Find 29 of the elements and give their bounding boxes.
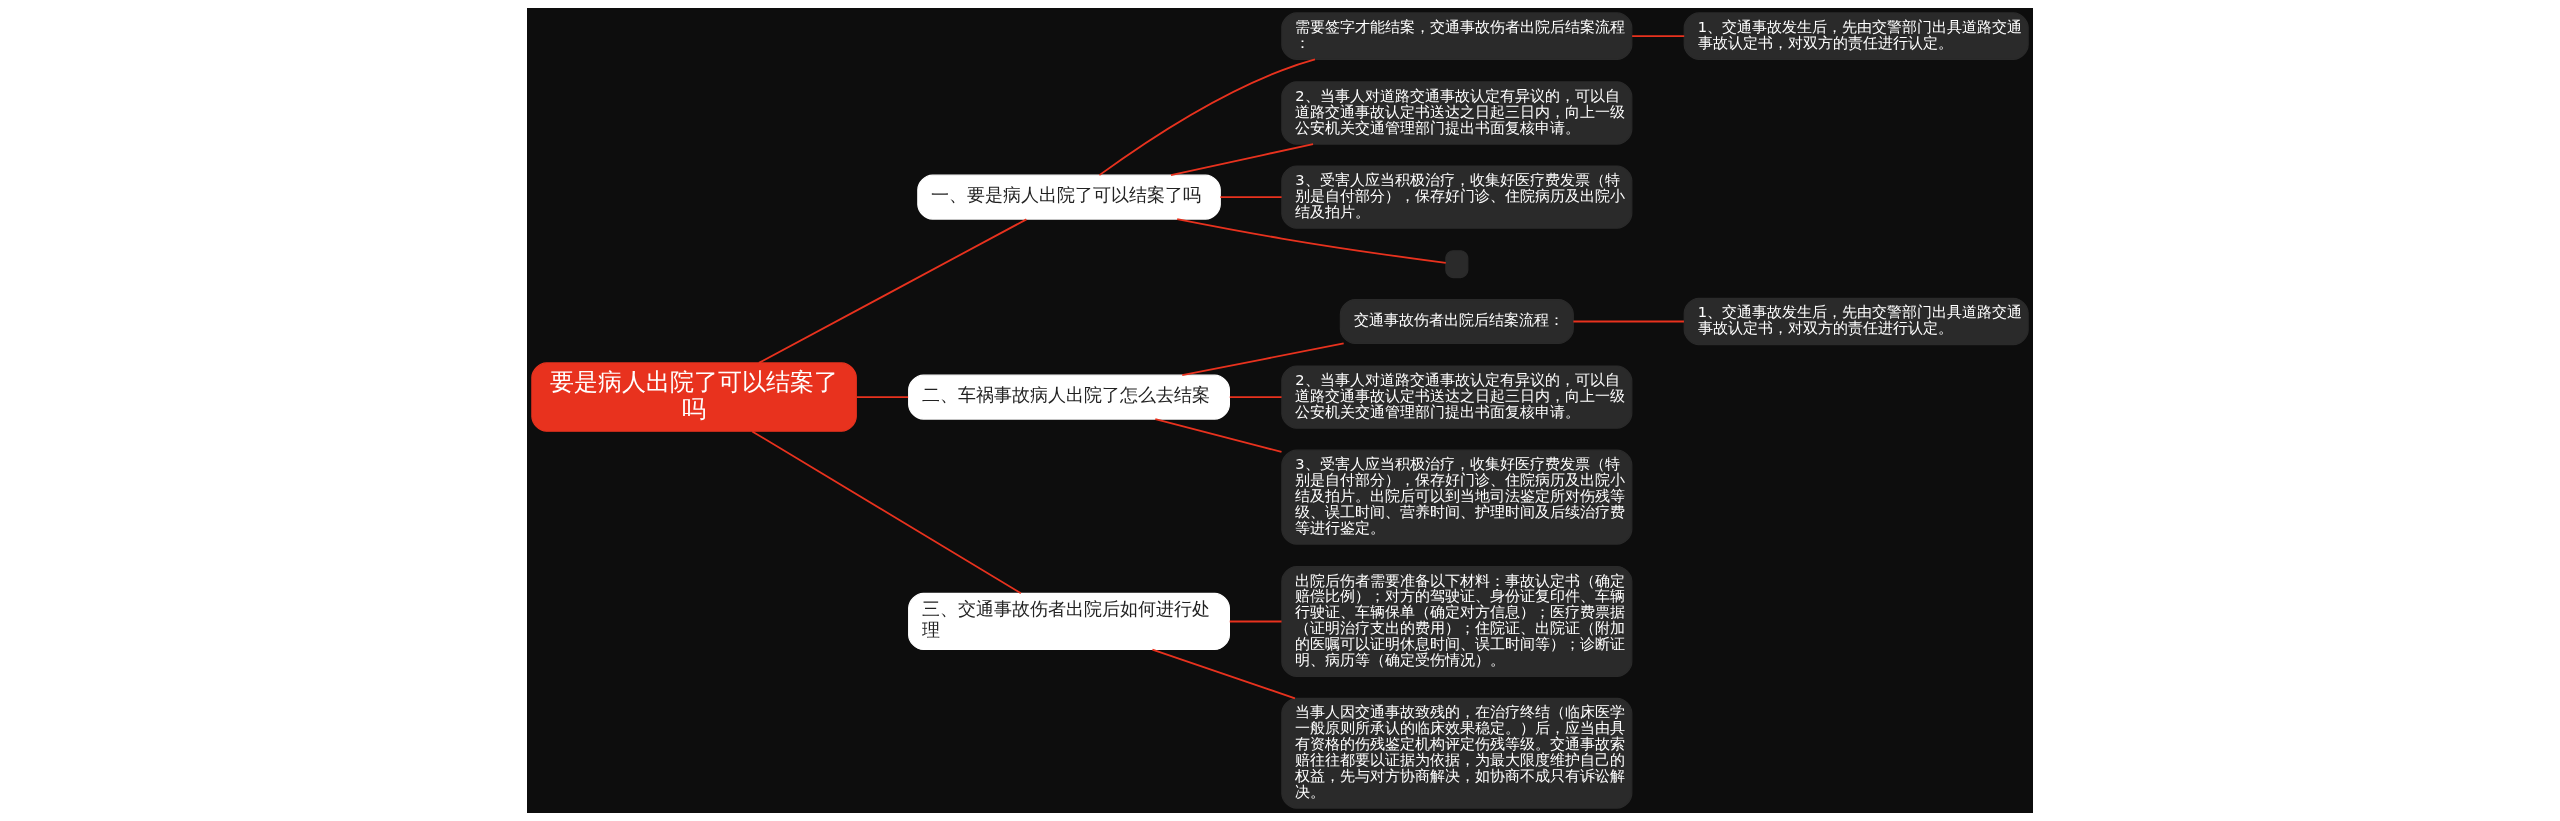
node-box: 交通事故伤者出院后结案流程： (1339, 298, 1574, 345)
connector (1170, 143, 1314, 176)
node-box: 一、要是病人出院了可以结案了吗 (917, 174, 1221, 220)
connector (1228, 620, 1283, 623)
node-box: 3、受害人应当积极治疗，收集好医疗费发票（特别是自付部分），保存好门诊、住院病历及出院小结及拍片。出院后可以到当地司法鉴定所对伤残等级、误工时间、营养时间、护理时间及后续治疗费等进行鉴定。 (1281, 449, 1633, 545)
node-box: 2、当事人对道路交通事故认定有异议的，可以自道路交通事故认定书送达之日起三日内，向上一级公安机关交通管理部门提出书面复核申请。 (1281, 81, 1633, 145)
node-box: 当事人因交通事故致残的，在治疗终结（临床医学一般原则所承认的临床效果稳定。）后，应当由具有资格的伤残鉴定机构评定伤残等级。交通事故索赔往往都要以证据为依据，为最大限度维护自己的权益，先与对方协商解决，如协商不成只有诉讼解决。 (1281, 697, 1633, 809)
node-box: 要是病人出院了可以结案了吗 (531, 362, 857, 432)
node-box: 需要签字才能结案，交通事故伤者出院后结案流程： (1281, 12, 1633, 60)
connector (1572, 320, 1685, 323)
connector (1181, 342, 1345, 377)
node-box: 1、交通事故发生后，先由交警部门出具道路交通事故认定书，对双方的责任进行认定。 (1683, 12, 2029, 60)
node-box: 1、交通事故发生后，先由交警部门出具道路交通事故认定书，对双方的责任进行认定。 (1683, 297, 2029, 346)
node-box: 2、当事人对道路交通事故认定有异议的，可以自道路交通事故认定书送达之日起三日内，向上一级公安机关交通管理部门提出书面复核申请。 (1281, 365, 1633, 429)
connector (751, 430, 1022, 595)
connector (1151, 648, 1296, 700)
node-box: 3、受害人应当积极治疗，收集好医疗费发票（特别是自付部分），保存好门诊、住院病历及出院小结及拍片。 (1281, 165, 1633, 229)
connector (1154, 418, 1283, 453)
connector (1098, 58, 1316, 177)
node-box: 二、车祸事故病人出院了怎么去结案 (908, 374, 1230, 420)
connector (1176, 218, 1447, 264)
connector (1219, 196, 1283, 198)
connector (855, 396, 910, 398)
connector (1228, 396, 1283, 398)
node-box (1445, 250, 1469, 279)
node-box: 三、交通事故伤者出院后如何进行处理 (908, 592, 1230, 651)
connector (758, 218, 1028, 364)
connector (1631, 35, 1686, 38)
node-box: 出院后伤者需要准备以下材料：事故认定书（确定赔偿比例）；对方的驾驶证、身份证复印件、车辆行驶证、车辆保单（确定对方信息）；医疗费票据（证明治疗支出的费用）；住院证、出院证（附加的医嘱可以证明休息时间、误工时间等）；诊断证明、病历等（确定受伤情况）。 (1281, 566, 1633, 677)
